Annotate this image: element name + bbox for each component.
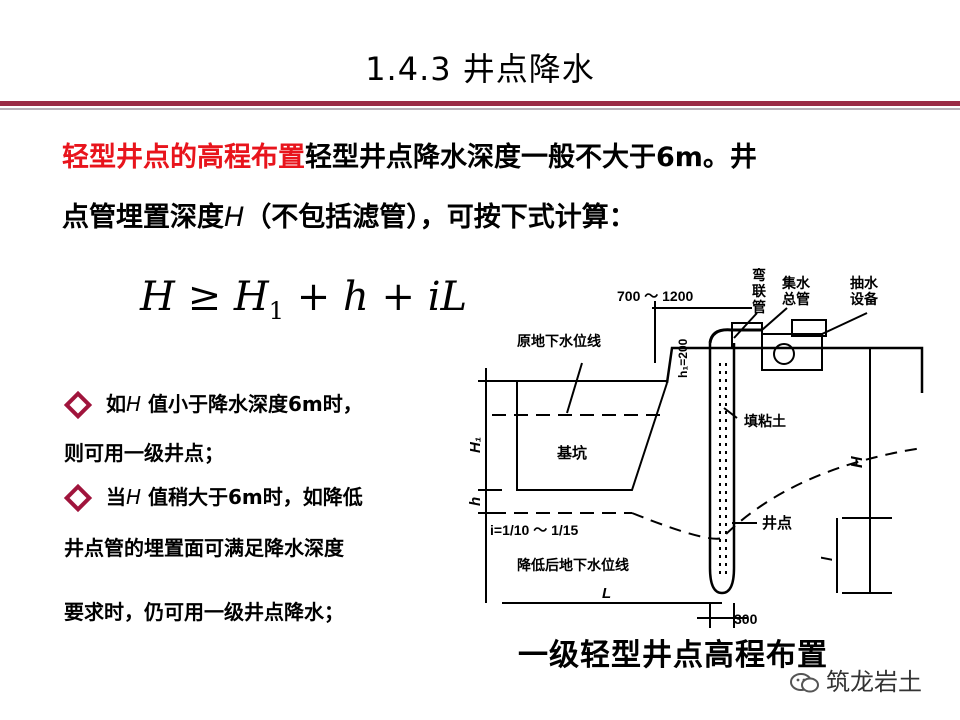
watermark: 筑龙岩土 <box>790 662 922 697</box>
pit-outline <box>516 381 668 491</box>
lbl-dim-top: 700 ～ 1200 <box>617 288 693 304</box>
formula-plus-1: + <box>296 274 331 320</box>
leader-wan <box>733 312 758 339</box>
intro-heading: 轻型井点的高程布置 <box>62 142 305 173</box>
lbl-lowered: 降低后地下水位线 <box>517 557 629 573</box>
leader-ji <box>761 307 788 331</box>
title-rule-light <box>0 108 960 110</box>
lbl-L: L <box>602 585 611 602</box>
intro-text-1: 轻型井点降水深度一般不大于6m。井 <box>305 142 757 173</box>
intro-line-1: 轻型井点的高程布置轻型井点降水深度一般不大于6m。井 <box>62 140 892 176</box>
lbl-slope: i=1/10 ～ 1/15 <box>490 522 579 538</box>
bullet-2: 当H 值稍大于6m时，如降低 <box>63 483 454 512</box>
formula-t1: H <box>233 274 269 320</box>
watermark-text: 筑龙岩土 <box>826 668 922 696</box>
lbl-wan-1: 弯 <box>752 268 766 283</box>
bullet-1: 如H 值小于降水深度6m时， <box>63 390 454 419</box>
slide-title: 1.4.3 井点降水 <box>365 50 595 88</box>
bullet-2-pre: 当 <box>106 485 126 509</box>
lbl-h1-200: h₁=200 <box>676 338 690 378</box>
pump-outlet <box>791 319 827 337</box>
leader-original <box>566 362 583 414</box>
lbl-jikeng: 基坑 <box>556 444 587 462</box>
formula-lhs: H <box>140 274 175 320</box>
lbl-orig-water: 原地下水位线 <box>517 333 601 349</box>
lbl-wan-3: 管 <box>752 299 766 315</box>
lbl-H: H <box>849 456 866 468</box>
leader-tian <box>723 407 738 419</box>
lbl-chou-2: 设备 <box>850 291 879 307</box>
intro-text-2a: 点管埋置深度 <box>62 202 224 233</box>
lbl-ji-2: 总管 <box>782 291 810 307</box>
intro-line-2: 点管埋置深度H（不包括滤管），可按下式计算： <box>62 200 892 236</box>
well-pipe <box>708 343 736 595</box>
bullet-1-post: 值小于降水深度6m时， <box>141 392 363 416</box>
diagram-caption: 一级轻型井点高程布置 <box>518 638 828 673</box>
bullet-2-cont2: 要求时，仍可用一级井点降水； <box>64 600 344 624</box>
bullet-1-cont: 则可用一级井点； <box>64 441 224 465</box>
leader-chou <box>821 312 868 335</box>
lbl-chou-1: 抽水 <box>850 275 879 291</box>
formula-geq: ≥ <box>187 274 222 320</box>
diamond-bullet-icon <box>63 390 93 419</box>
wellpoint-elevation-diagram: 700 ～ 1200 弯 联 管 集水 总管 抽水 设备 h₁=200 原地下水… <box>467 268 924 628</box>
bullet-2-post: 值稍大于6m时，如降低 <box>141 485 363 509</box>
lbl-l: l <box>819 556 836 561</box>
bullet-2-cont: 井点管的埋置面可满足降水深度 <box>64 536 344 560</box>
lbl-H1: H₁ <box>467 437 484 453</box>
lbl-h: h <box>467 497 484 506</box>
formula-plus-2: + <box>381 274 415 320</box>
bullet-1-pre: 如 <box>106 392 126 416</box>
intro-text-2b: （不包括滤管），可按下式计算： <box>244 202 636 233</box>
diamond-bullet-icon <box>63 483 93 512</box>
lbl-tian: 填粘土 <box>744 413 786 429</box>
pump-wheel <box>773 343 795 365</box>
formula: H ≥ H1 + h + iL <box>140 274 467 325</box>
lbl-wan-2: 联 <box>752 283 767 299</box>
pump-body <box>761 333 823 371</box>
bullet-1-var: H <box>126 392 142 416</box>
lbl-300: 300 <box>734 611 758 627</box>
lbl-ji-1: 集水 <box>781 275 811 291</box>
formula-t2: h <box>342 274 369 320</box>
wechat-icon <box>790 673 819 693</box>
lbl-jingdian: 井点 <box>762 514 792 532</box>
ground-right <box>665 346 924 393</box>
title-rule-dark <box>0 101 960 106</box>
formula-t1-sub: 1 <box>268 297 285 325</box>
intro-var-H: H <box>224 202 245 233</box>
formula-t3: iL <box>427 274 468 320</box>
bullet-2-var: H <box>126 485 142 509</box>
